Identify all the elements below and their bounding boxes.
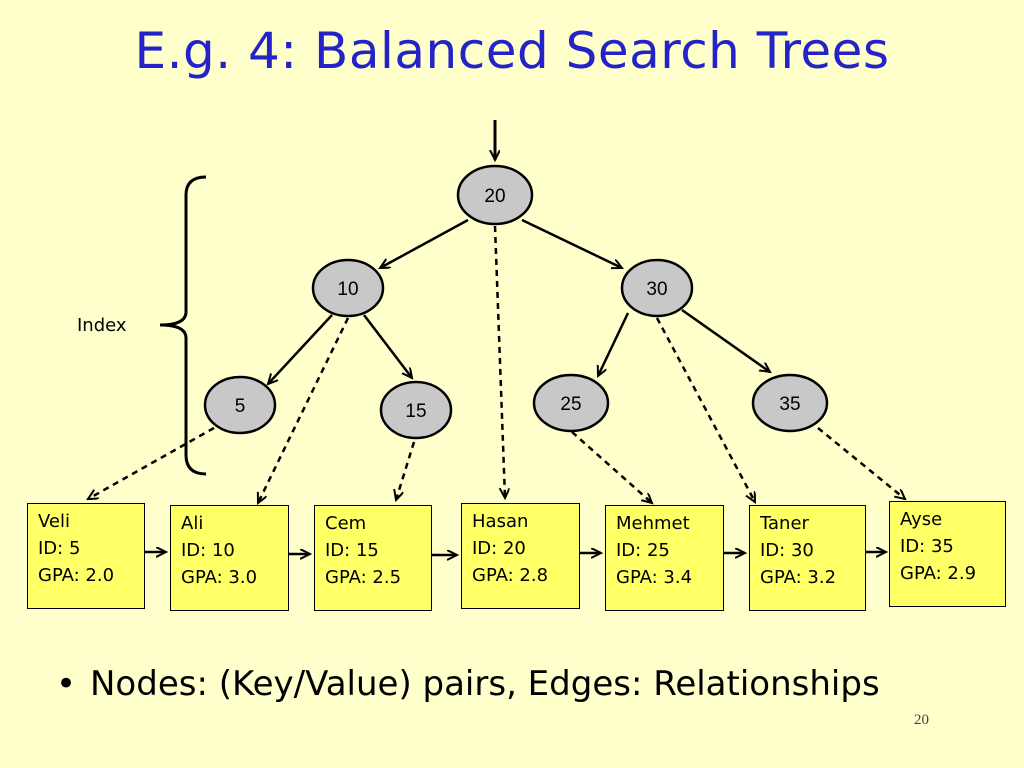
record-box: Ali ID: 10 GPA: 3.0 — [170, 505, 289, 611]
edge-30-35 — [681, 308, 770, 372]
record-box: Taner ID: 30 GPA: 3.2 — [749, 505, 866, 611]
record-box: Hasan ID: 20 GPA: 2.8 — [461, 503, 580, 609]
record-name: Veli — [38, 511, 70, 532]
record-pointers — [88, 225, 905, 503]
record-box: Cem ID: 15 GPA: 2.5 — [314, 505, 432, 611]
bullet-icon: • — [56, 664, 77, 704]
record-id: ID: 5 — [38, 538, 81, 559]
node-35 — [751, 373, 829, 433]
node-5 — [203, 375, 277, 435]
pointer-10 — [256, 317, 350, 503]
index-label: Index — [77, 315, 127, 336]
node-25-label: 25 — [560, 394, 581, 415]
record-gpa: GPA: 2.9 — [900, 563, 977, 584]
edge-10-15 — [363, 314, 412, 378]
record-id: ID: 10 — [181, 540, 235, 561]
node-20-label: 20 — [484, 186, 505, 207]
record-name: Ayse — [900, 509, 943, 530]
record-name: Cem — [325, 513, 367, 534]
record-id: ID: 30 — [760, 540, 814, 561]
node-10 — [311, 258, 385, 318]
page-number: 20 — [914, 712, 929, 728]
node-10-label: 10 — [337, 279, 358, 300]
pointer-25 — [571, 431, 652, 503]
record-id: ID: 15 — [325, 540, 379, 561]
bullet-text: Nodes: (Key/Value) pairs, Edges: Relatio… — [90, 664, 880, 704]
tree-nodes — [203, 164, 829, 440]
record-box: Mehmet ID: 25 GPA: 3.4 — [605, 505, 724, 611]
index-bracket — [159, 175, 207, 476]
edge-20-10 — [380, 218, 469, 270]
node-25 — [532, 373, 610, 433]
record-box: Veli ID: 5 GPA: 2.0 — [27, 503, 145, 609]
pointer-5 — [88, 426, 215, 499]
bullet-point: • Nodes: (Key/Value) pairs, Edges: Relati… — [56, 664, 880, 704]
node-30 — [620, 258, 694, 318]
edge-30-25 — [598, 312, 630, 376]
node-15 — [379, 380, 453, 440]
pointer-15 — [396, 441, 416, 500]
node-35-label: 35 — [779, 394, 800, 415]
record-name: Hasan — [472, 511, 529, 532]
record-gpa: GPA: 2.5 — [325, 567, 402, 588]
record-id: ID: 20 — [472, 538, 526, 559]
node-15-label: 15 — [405, 401, 426, 422]
record-name: Taner — [760, 513, 809, 534]
record-name: Mehmet — [616, 513, 690, 534]
edge-20-30 — [521, 218, 622, 268]
pointer-35 — [817, 427, 905, 499]
tree-edges — [268, 218, 770, 384]
node-20 — [456, 164, 534, 226]
node-30-label: 30 — [646, 279, 667, 300]
record-links — [145, 552, 886, 555]
record-id: ID: 35 — [900, 536, 954, 557]
record-id: ID: 25 — [616, 540, 670, 561]
pointer-30 — [655, 317, 757, 502]
record-box: Ayse ID: 35 GPA: 2.9 — [889, 501, 1006, 607]
edge-10-5 — [268, 314, 333, 384]
record-name: Ali — [181, 513, 204, 534]
record-gpa: GPA: 3.2 — [760, 567, 837, 588]
record-gpa: GPA: 3.0 — [181, 567, 258, 588]
record-gpa: GPA: 2.0 — [38, 565, 115, 586]
pointer-20 — [493, 225, 505, 498]
node-5-label: 5 — [235, 396, 246, 417]
slide-title: E.g. 4: Balanced Search Trees — [134, 22, 890, 80]
record-gpa: GPA: 2.8 — [472, 565, 549, 586]
record-gpa: GPA: 3.4 — [616, 567, 693, 588]
